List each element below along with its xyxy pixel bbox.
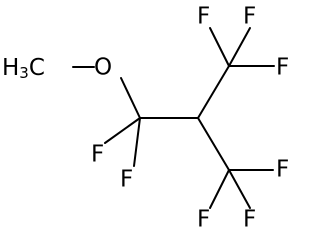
fluorine-atom: F xyxy=(276,55,289,81)
bond-ch-upper-cf3 xyxy=(197,65,230,119)
bond-cf2-fluorine-bottom xyxy=(133,117,141,167)
bond-upper-cf3-fluorine-left xyxy=(209,27,230,67)
bond-oxygen-cf2 xyxy=(120,77,141,119)
fluorine-atom: F xyxy=(243,207,256,233)
bond-ch-lower-cf3 xyxy=(197,117,230,171)
fluorine-atom: F xyxy=(197,207,210,233)
fluorine-atom: F xyxy=(197,4,210,30)
oxygen-atom: O xyxy=(94,55,112,81)
fluorine-atom: F xyxy=(120,167,133,193)
methyl-carbon: C xyxy=(29,55,45,81)
fluorine-atom: F xyxy=(243,4,256,30)
bond-upper-cf3-fluorine-top xyxy=(228,27,251,67)
bond-lower-cf3-fluorine-bottom xyxy=(228,169,251,209)
diagram-canvas: H3C O F F F F F F F F xyxy=(2,3,290,233)
bond-lower-cf3-fluorine-left xyxy=(209,169,230,209)
fluorine-atom: F xyxy=(276,157,289,183)
methyl-label: H3C xyxy=(2,55,45,82)
structural-formula: H3C O F F F F F F F F xyxy=(2,4,289,233)
methyl-hydrogen: H xyxy=(2,55,19,81)
methyl-subscript: 3 xyxy=(19,64,29,82)
bond-cf2-fluorine-left xyxy=(104,117,141,144)
fluorine-atom: F xyxy=(91,142,104,168)
